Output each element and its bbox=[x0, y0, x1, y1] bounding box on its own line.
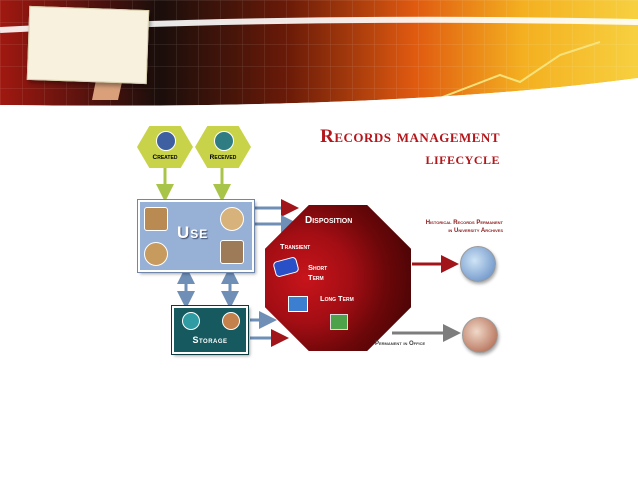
created-hexagon: Created bbox=[137, 126, 193, 168]
title-line-1: Records management bbox=[320, 126, 500, 147]
header-banner bbox=[0, 0, 638, 110]
banner-graphic bbox=[0, 0, 638, 110]
office-building-icon bbox=[462, 317, 498, 353]
historical-line-1: Historical Records Permanent bbox=[425, 220, 503, 226]
short-term-label: Short Term bbox=[308, 263, 327, 283]
disposition-label: Disposition bbox=[305, 215, 353, 226]
title-line-2: lifecycle bbox=[425, 149, 500, 168]
received-label: Received bbox=[209, 154, 237, 161]
creation-icon bbox=[156, 131, 176, 151]
historical-line-2: in University Archives bbox=[448, 228, 503, 234]
short-term-line-2: Term bbox=[308, 273, 324, 282]
long-term-icon bbox=[330, 314, 348, 330]
long-term-label: Long Term bbox=[320, 294, 354, 303]
use-photo-icon bbox=[220, 240, 244, 264]
received-hexagon: Received bbox=[195, 126, 251, 168]
use-box: Use bbox=[137, 199, 255, 273]
use-photo-icon bbox=[220, 207, 244, 231]
storage-label: Storage bbox=[192, 335, 228, 345]
use-photo-icon bbox=[144, 242, 168, 266]
use-photo-icon bbox=[144, 207, 168, 231]
storage-box: Storage bbox=[171, 305, 249, 355]
archives-building-icon bbox=[460, 246, 496, 282]
short-term-line-1: Short bbox=[308, 263, 328, 272]
use-label: Use bbox=[177, 223, 209, 242]
storage-icon bbox=[182, 312, 200, 330]
diagram-title: Records management lifecycle bbox=[250, 126, 500, 170]
permanent-office-label: Permanent in Office bbox=[375, 341, 426, 347]
transient-label: Transient bbox=[280, 242, 311, 251]
historical-records-label: Historical Records Permanent in Universi… bbox=[378, 219, 503, 235]
records-icon bbox=[222, 312, 240, 330]
short-term-icon bbox=[288, 296, 308, 312]
mail-icon bbox=[214, 131, 234, 151]
created-label: Created bbox=[152, 154, 178, 161]
